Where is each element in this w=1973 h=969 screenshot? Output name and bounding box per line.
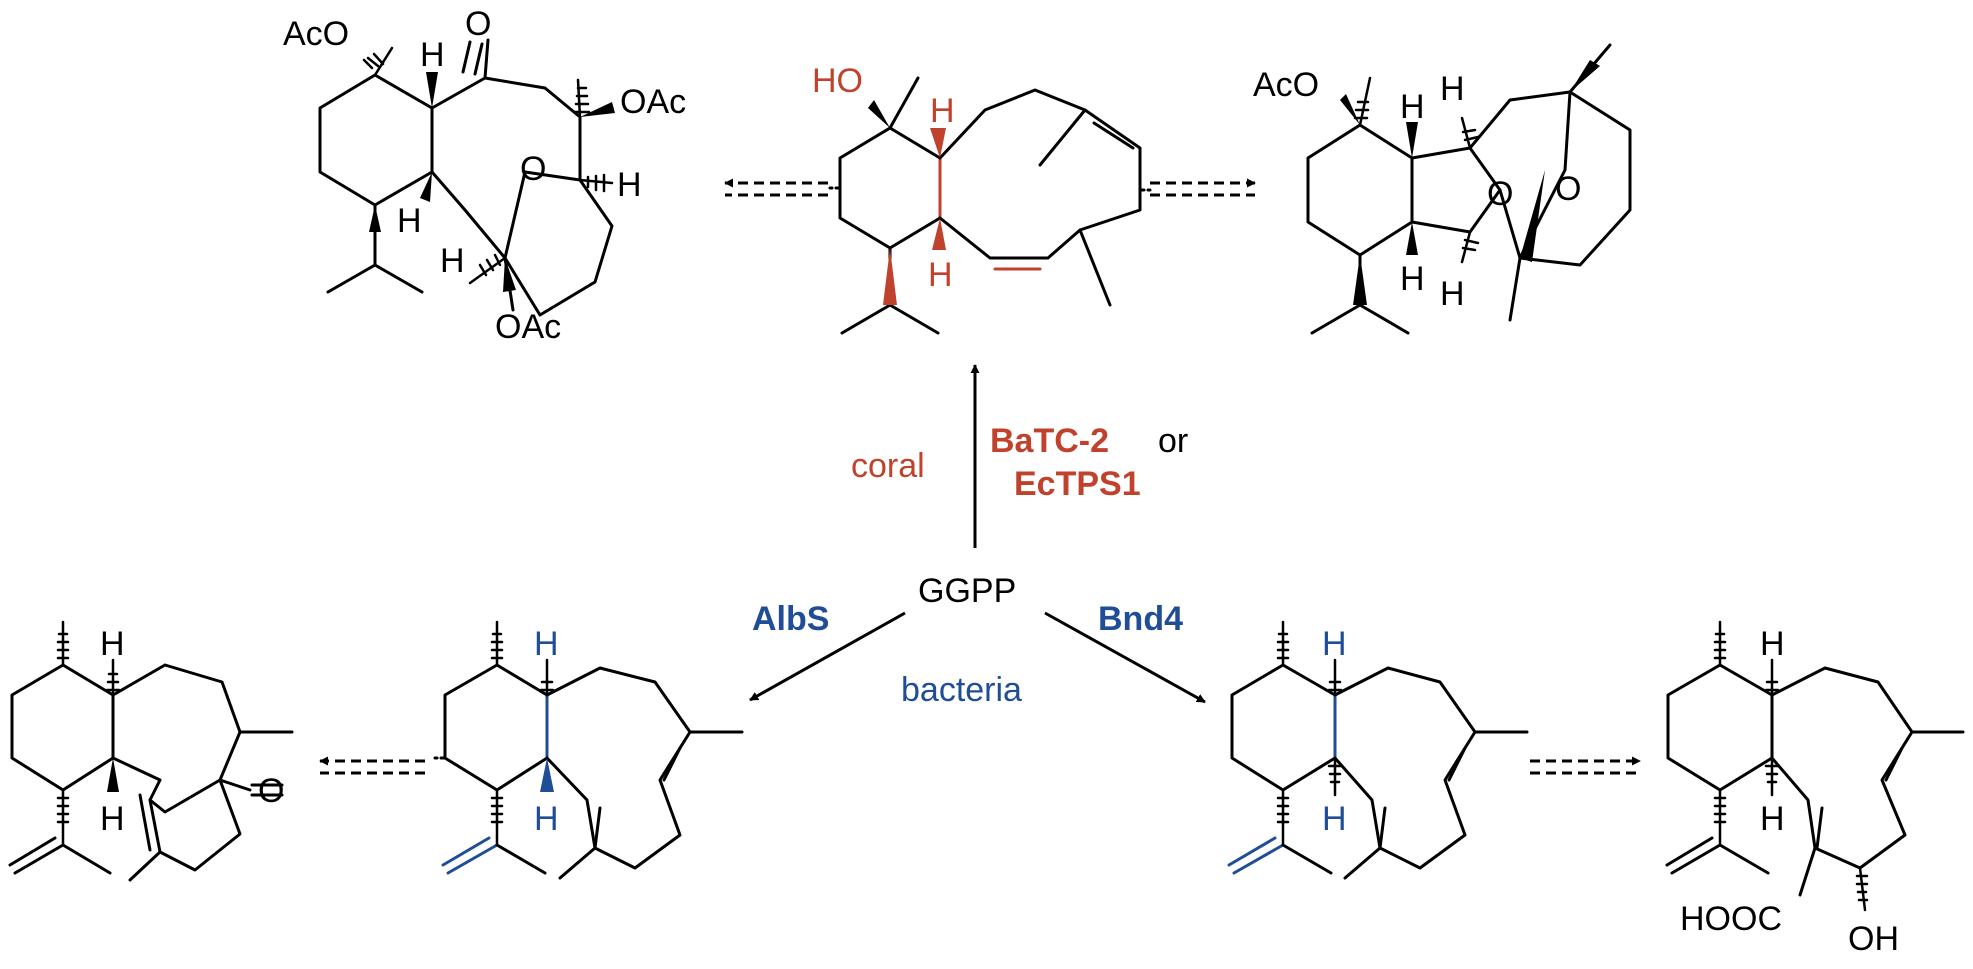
hydrogen-label: H: [534, 625, 559, 663]
ether-oxygen-label: O: [1555, 170, 1581, 208]
albs-product-dashed-arrow: [319, 756, 425, 775]
acetoxy-label: OAc: [620, 83, 686, 121]
coral-label: coral: [851, 447, 925, 485]
bnd4-enzyme-label: Bnd4: [1098, 600, 1183, 638]
hydrogen-label: H: [930, 92, 955, 130]
hydroxyl-label: HO: [812, 62, 863, 100]
bottom-molecule-4: [1665, 620, 1965, 912]
bnd4-product-dashed-arrow: [1530, 756, 1641, 775]
hydrogen-label: H: [1760, 800, 1785, 838]
hydrogen-label: H: [1760, 625, 1785, 663]
hydrogen-label: H: [100, 625, 125, 663]
bottom-molecule-2: [433, 620, 744, 880]
bottom-molecule-2-wedge: [540, 758, 554, 792]
hydrogen-label: H: [420, 36, 445, 74]
hydrogen-label: H: [534, 800, 559, 838]
acetoxy-label: AcO: [1253, 66, 1319, 104]
bacteria-label: bacteria: [901, 671, 1022, 709]
top-left-molecule: [318, 38, 614, 317]
albs-enzyme-label: AlbS: [752, 600, 829, 638]
acetoxy-label: AcO: [283, 15, 349, 53]
top-left-dashed-arrow: [724, 178, 828, 197]
hydrogen-label: H: [617, 166, 642, 204]
bnd4-route-arrow: [1044, 611, 1206, 704]
hydrogen-label: H: [1400, 260, 1425, 298]
or-connector-label: or: [1158, 422, 1188, 460]
ggpp-label: GGPP: [918, 572, 1016, 610]
top-right-molecule-wedges: [1340, 60, 1600, 305]
hydrogen-label: H: [1322, 800, 1347, 838]
carboxylic-acid-label: HOOC: [1680, 900, 1782, 938]
hydrogen-label: H: [100, 800, 125, 838]
top-left-molecule-wedges: [369, 72, 615, 292]
bottom-molecule-1: [8, 620, 294, 882]
ectps1-enzyme-label: EcTPS1: [1014, 465, 1141, 503]
hydrogen-label: H: [928, 256, 953, 294]
hydrogen-label: H: [1440, 70, 1465, 108]
bottom-molecule-3: [1227, 620, 1529, 880]
acetoxy-label: OAc: [495, 308, 561, 346]
albs-route-arrow: [749, 611, 906, 702]
ketone-oxygen-label: O: [258, 772, 284, 810]
batc2-enzyme-label: BaTC-2: [990, 422, 1109, 460]
top-center-molecule-wedges: [868, 100, 946, 305]
hydrogen-label: H: [397, 202, 422, 240]
top-right-dashed-arrow: [1150, 178, 1256, 197]
hydrogen-label: H: [1322, 625, 1347, 663]
bottom-molecule-1-wedge: [107, 758, 119, 792]
ether-oxygen-label: O: [520, 150, 546, 188]
hydrogen-label: H: [1440, 275, 1465, 313]
ketone-oxygen-label: O: [465, 5, 491, 43]
hydrogen-label: H: [440, 242, 465, 280]
hydroxyl-label: OH: [1848, 920, 1899, 958]
hydrogen-label: H: [1400, 88, 1425, 126]
ether-oxygen-label: O: [1487, 175, 1513, 213]
